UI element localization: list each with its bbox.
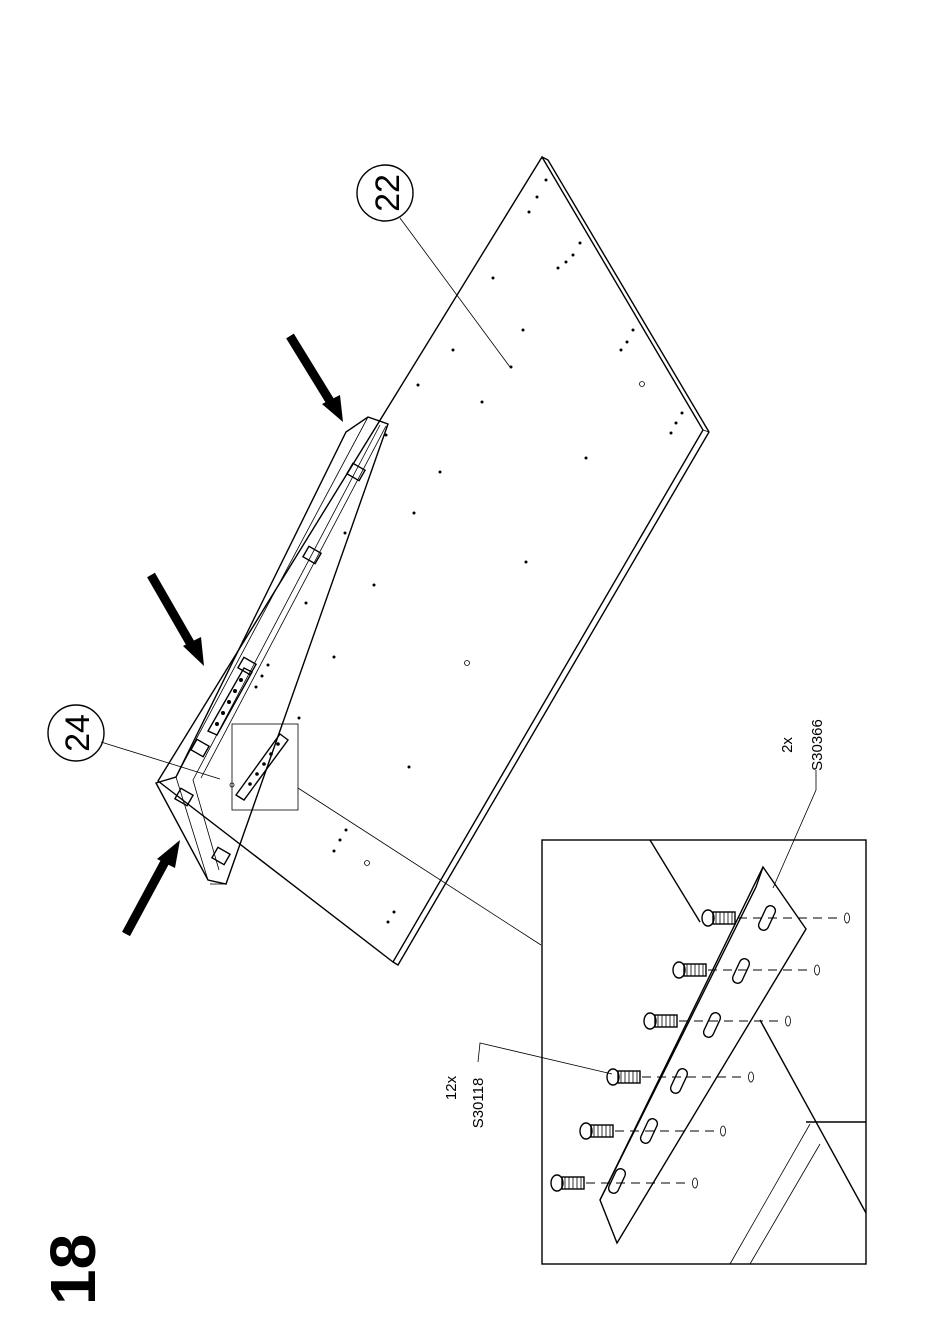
screw-2	[673, 962, 706, 978]
bracket-code-text: S30366	[809, 719, 826, 771]
mounted-screws	[215, 678, 243, 726]
bracket-qty-text: 2x	[779, 737, 796, 753]
arrow-bottom-left	[126, 840, 180, 934]
arrow-middle	[151, 575, 204, 666]
screw-callout: 12x S30118	[443, 1043, 612, 1128]
callout-22: 22	[357, 165, 510, 367]
insertion-guides	[586, 918, 842, 1183]
step-number: 18	[37, 1234, 109, 1305]
callout-24: 24	[48, 705, 220, 779]
screws	[551, 910, 735, 1191]
arrow-top-right	[290, 336, 343, 422]
panel-holes	[255, 179, 684, 924]
screw-4	[607, 1069, 640, 1085]
screw-code-text: S30118	[470, 1078, 487, 1129]
screw-5	[580, 1123, 613, 1139]
callout-24-text: 24	[59, 714, 97, 752]
screw-3	[644, 1013, 677, 1029]
step-number-text: 18	[37, 1234, 109, 1305]
bracket-callout: 2x S30366	[773, 719, 826, 888]
bracket-slots	[607, 904, 777, 1195]
bracket-small	[230, 724, 298, 810]
callout-22-text: 22	[369, 174, 407, 212]
detail-box	[542, 840, 866, 1264]
screw-1	[702, 910, 735, 926]
screw-qty-text: 12x	[443, 1075, 460, 1100]
target-holes	[693, 913, 850, 1188]
detail-leader-2	[238, 795, 541, 1264]
detail-leader	[298, 788, 541, 945]
screw-6	[551, 1175, 584, 1191]
